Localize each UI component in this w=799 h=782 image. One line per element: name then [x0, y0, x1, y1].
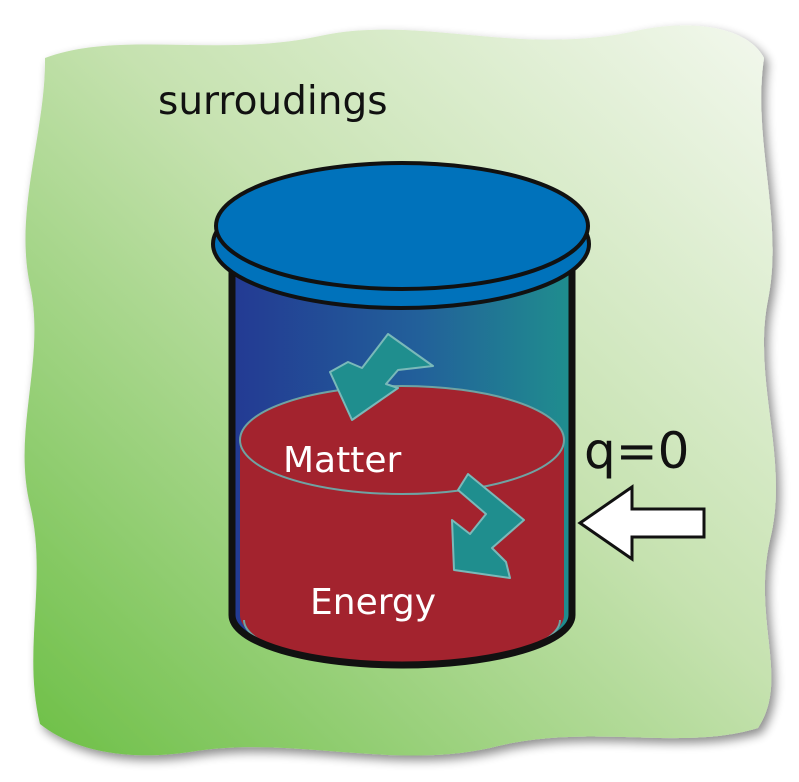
- matter-label: Matter: [283, 440, 402, 481]
- surroundings-label: surroudings: [158, 79, 388, 124]
- curved-arrow-icon: [329, 333, 525, 579]
- contents-surface: [239, 385, 565, 495]
- energy-label: Energy: [310, 582, 436, 623]
- heat-label: q=0: [584, 422, 689, 480]
- circulation-arrow-lower: [451, 473, 525, 579]
- container-lid: [211, 161, 591, 310]
- container-outline: [228, 246, 576, 669]
- arrow-left-icon: [577, 484, 706, 562]
- circulation-arrow-upper: [329, 333, 434, 421]
